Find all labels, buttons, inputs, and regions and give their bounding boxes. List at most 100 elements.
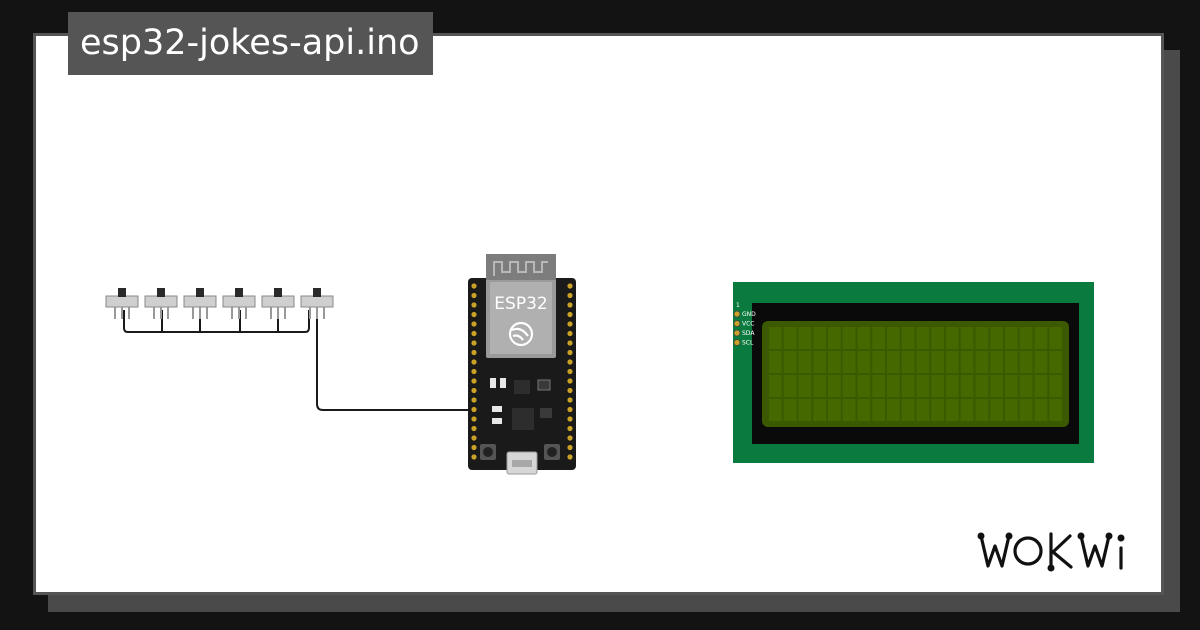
lcd2004-i2c-display[interactable]: 1 GND VCC SDA SCL: [733, 282, 1094, 463]
esp32-left-pin-19[interactable]: [471, 454, 477, 460]
lcd-pin-vcc-label: VCC: [742, 321, 754, 328]
esp32-left-pin-7[interactable]: [471, 340, 477, 346]
esp32-right-pin-12[interactable]: [567, 387, 573, 394]
lcd-cell: [1019, 351, 1033, 373]
slide-switch-6[interactable]: [300, 288, 334, 319]
esp32-right-pin-17[interactable]: [567, 435, 573, 441]
lcd-cell: [960, 351, 974, 373]
esp32-left-pin-3[interactable]: [471, 302, 477, 308]
lcd-cell: [946, 375, 959, 397]
esp32-left-pin-2[interactable]: [471, 292, 477, 299]
esp32-right-pin-11[interactable]: [567, 378, 573, 384]
esp32-left-pin-16[interactable]: [471, 425, 477, 432]
boot-button[interactable]: [480, 444, 496, 460]
esp32-left-pin-13[interactable]: [471, 397, 477, 403]
slide-switch-group: [105, 288, 334, 319]
lcd-cell: [857, 399, 871, 421]
lcd-cell: [798, 399, 812, 421]
esp32-left-pin-8[interactable]: [471, 349, 477, 356]
esp32-left-pin-1[interactable]: [471, 283, 477, 289]
esp32-right-pin-15[interactable]: [567, 416, 573, 422]
lcd-cell: [916, 399, 930, 421]
esp32-left-pin-5[interactable]: [471, 321, 477, 327]
esp32-right-pin-14[interactable]: [567, 406, 573, 413]
esp32-right-pin-3[interactable]: [567, 302, 573, 308]
lcd-cell: [828, 327, 841, 349]
lcd-cell: [1034, 351, 1048, 373]
esp32-right-pin-5[interactable]: [567, 321, 573, 327]
lcd-cell: [1005, 399, 1018, 421]
esp32-right-pin-2[interactable]: [567, 292, 573, 299]
lcd-cell: [1005, 327, 1018, 349]
lcd-cell: [842, 327, 856, 349]
lcd-cell: [783, 351, 797, 373]
lcd-cell: [916, 327, 930, 349]
esp32-right-pin-10[interactable]: [567, 368, 573, 375]
espressif-logo-icon: [508, 321, 534, 347]
lcd-cell: [857, 375, 871, 397]
esp32-right-pin-18[interactable]: [567, 444, 573, 451]
lcd-cell: [857, 351, 871, 373]
slide-switch-4[interactable]: [222, 288, 256, 319]
lcd-cell: [887, 375, 900, 397]
esp32-left-pin-17[interactable]: [471, 435, 477, 441]
lcd-cell: [1034, 399, 1048, 421]
lcd-cell: [901, 351, 915, 373]
esp32-left-pin-18[interactable]: [471, 444, 477, 451]
esp32-right-pin-7[interactable]: [567, 340, 573, 346]
esp32-right-pin-13[interactable]: [567, 397, 573, 403]
lcd-cell: [960, 375, 974, 397]
esp32-left-pin-10[interactable]: [471, 368, 477, 375]
switch-wires: [123, 310, 474, 411]
esp32-right-pin-19[interactable]: [567, 454, 573, 460]
lcd-pin-header: GND VCC SDA SCL: [733, 310, 756, 347]
lcd-cell: [946, 327, 959, 349]
lcd-cell: [769, 375, 782, 397]
lcd-cell: [1034, 375, 1048, 397]
lcd-cell: [813, 327, 826, 349]
lcd-cell: [783, 375, 797, 397]
lcd-cell: [842, 375, 856, 397]
lcd-cell: [1049, 375, 1062, 397]
esp32-right-pin-4[interactable]: [567, 311, 573, 318]
en-button[interactable]: [544, 444, 560, 460]
esp32-left-pin-9[interactable]: [471, 359, 477, 365]
lcd-cell: [813, 399, 826, 421]
lcd-cell: [872, 375, 885, 397]
slide-switch-2[interactable]: [144, 288, 178, 319]
lcd-pin-gnd-label: GND: [742, 311, 756, 318]
lcd-cell: [872, 327, 885, 349]
esp32-right-pin-6[interactable]: [567, 330, 573, 337]
esp32-devkit-board[interactable]: ESP32: [468, 254, 576, 475]
lcd-cell: [887, 351, 900, 373]
esp32-right-pin-9[interactable]: [567, 359, 573, 365]
esp32-left-pin-6[interactable]: [471, 330, 477, 337]
wokwi-logo-icon: [977, 532, 1125, 572]
esp32-left-pin-4[interactable]: [471, 311, 477, 318]
esp32-right-pin-16[interactable]: [567, 425, 573, 432]
lcd-cell: [990, 399, 1003, 421]
lcd-cell: [901, 327, 915, 349]
lcd-cell: [931, 327, 944, 349]
slide-switch-1[interactable]: [105, 288, 139, 319]
lcd-cell: [783, 399, 797, 421]
esp32-left-pin-14[interactable]: [471, 406, 477, 413]
lcd-cell: [975, 375, 989, 397]
lcd-cell: [1019, 399, 1033, 421]
slide-switch-5[interactable]: [261, 288, 295, 319]
slide-switch-3[interactable]: [183, 288, 217, 319]
lcd-cell: [798, 351, 812, 373]
lcd-cell: [842, 351, 856, 373]
esp32-left-pin-15[interactable]: [471, 416, 477, 422]
lcd-cell: [887, 399, 900, 421]
lcd-cell: [931, 399, 944, 421]
lcd-cell: [1005, 351, 1018, 373]
esp32-left-pin-11[interactable]: [471, 378, 477, 384]
esp32-right-pin-8[interactable]: [567, 349, 573, 356]
lcd-cell: [990, 351, 1003, 373]
lcd-cell: [901, 375, 915, 397]
lcd-cell: [931, 375, 944, 397]
esp32-left-pin-12[interactable]: [471, 387, 477, 394]
esp32-right-pin-1[interactable]: [567, 283, 573, 289]
lcd-cell: [872, 399, 885, 421]
